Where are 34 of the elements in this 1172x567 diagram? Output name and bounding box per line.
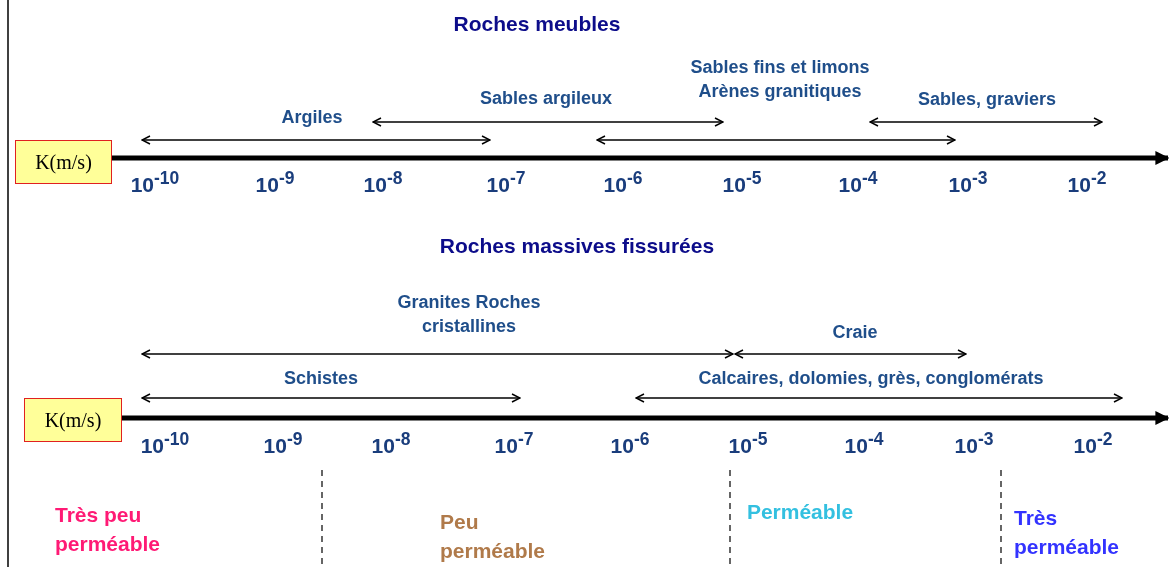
range-label: Craie bbox=[832, 321, 878, 344]
range-label: Calcaires, dolomies, grès, conglomérats bbox=[698, 367, 1044, 390]
permeability-class: Peu perméable bbox=[440, 509, 547, 564]
heading: Roches massives fissurées bbox=[439, 234, 715, 258]
tick-value: 10$^{-3}$ bbox=[948, 167, 988, 197]
tick-value: 10$^{-3}$ bbox=[954, 428, 994, 458]
tick-value: 10$^{-10}$ bbox=[130, 167, 180, 197]
tick-value: 10$^{-2}$ bbox=[1067, 167, 1107, 197]
heading: Roches meubles bbox=[453, 12, 621, 36]
tick-value: 10$^{-7}$ bbox=[494, 428, 534, 458]
tick-value: 10$^{-8}$ bbox=[363, 167, 403, 197]
tick-value: 10$^{-4}$ bbox=[838, 167, 878, 197]
range-label: Granites Roches cristallines bbox=[396, 291, 542, 338]
range-label: Argiles bbox=[281, 106, 343, 129]
range-label: Sables, graviers bbox=[917, 88, 1057, 111]
tick-value: 10$^{-10}$ bbox=[140, 428, 190, 458]
tick-value: 10$^{-7}$ bbox=[486, 167, 526, 197]
range-label: Schistes bbox=[284, 367, 358, 390]
scale-label-box: K(m/s) bbox=[24, 398, 122, 442]
tick-value: 10$^{-8}$ bbox=[371, 428, 411, 458]
tick-value: 10$^{-2}$ bbox=[1073, 428, 1113, 458]
tick-value: 10$^{-9}$ bbox=[263, 428, 303, 458]
range-label: Sables argileux bbox=[479, 87, 613, 110]
tick-value: 10$^{-5}$ bbox=[722, 167, 762, 197]
scale-label-box: K(m/s) bbox=[15, 140, 112, 184]
permeability-class: Perméable bbox=[746, 500, 854, 524]
permeability-class: Très peu perméable bbox=[55, 502, 162, 557]
tick-value: 10$^{-6}$ bbox=[603, 167, 643, 197]
permeability-class: Très perméable bbox=[1014, 505, 1121, 560]
tick-value: 10$^{-9}$ bbox=[255, 167, 295, 197]
tick-value: 10$^{-5}$ bbox=[728, 428, 768, 458]
tick-value: 10$^{-4}$ bbox=[844, 428, 884, 458]
range-label: Sables fins et limons Arènes granitiques bbox=[689, 56, 871, 103]
tick-value: 10$^{-6}$ bbox=[610, 428, 650, 458]
